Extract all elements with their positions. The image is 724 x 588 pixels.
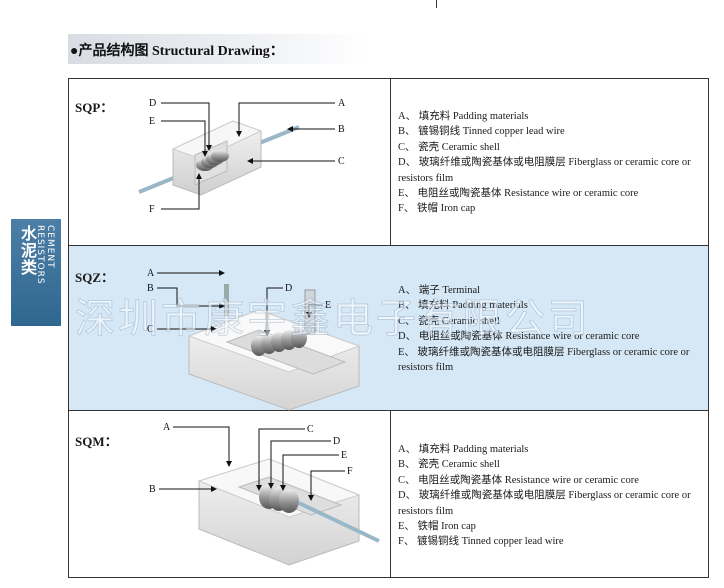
legend-sqp: A、 填充料 Padding materials B、 镀锡铜线 Tinned … bbox=[398, 109, 706, 217]
sqp-coil bbox=[196, 150, 229, 171]
model-label-sqm: SQM： bbox=[75, 434, 118, 449]
callout-sqp-c: C bbox=[338, 156, 345, 167]
callout-sqz-a: A bbox=[147, 268, 155, 279]
legend-item: C、 电阻丝或陶瓷基体 Resistance wire or ceramic c… bbox=[398, 474, 639, 486]
legend-item: D、 玻璃纤维或陶瓷基体或电阻膜层 Fiberglass or ceramic … bbox=[398, 157, 691, 184]
model-label-sqz: SQZ： bbox=[75, 270, 115, 285]
callout-sqm-b: B bbox=[149, 484, 156, 495]
callout-sqz-b: B bbox=[147, 283, 154, 294]
callout-sqm-a: A bbox=[163, 422, 171, 433]
table-row-sqm: SQM： A bbox=[69, 411, 708, 577]
sqz-coil bbox=[251, 328, 307, 356]
category-side-tab: 水泥类 CEMENT RESISTORS bbox=[11, 219, 61, 326]
legend-item: B、 镀锡铜线 Tinned copper lead wire bbox=[398, 126, 565, 138]
model-label-sqp: SQP： bbox=[75, 100, 114, 115]
legend-item: A、 填充料 Padding materials bbox=[398, 111, 529, 122]
callout-sqz-d: D bbox=[285, 283, 292, 294]
callout-sqp-d: D bbox=[149, 98, 156, 109]
sqp-structure-drawing: D E A B C F bbox=[138, 98, 346, 215]
structure-table: SQP： bbox=[68, 78, 709, 578]
legend-item: E、 铁帽 Iron cap bbox=[398, 521, 476, 533]
legend-item: C、 瓷壳 Ceramic shell bbox=[398, 141, 500, 153]
sqm-structure-drawing: A B C D E F bbox=[149, 422, 380, 566]
legend-item: C、 瓷壳 Ceramic shell bbox=[398, 315, 500, 327]
legend-item: E、 玻璃纤维或陶瓷基体或电阻膜层 Fiberglass or ceramic … bbox=[398, 346, 690, 374]
legend-item: F、 镀锡铜线 Tinned copper lead wire bbox=[398, 536, 564, 548]
sqz-structure-drawing: A B C D E bbox=[147, 268, 361, 411]
sqm-coil bbox=[259, 485, 299, 513]
legend-item: E、 电阻丝或陶瓷基体 Resistance wire or ceramic c… bbox=[398, 188, 639, 200]
callout-sqz-e: E bbox=[325, 300, 331, 311]
legend-sqm: A、 填充料 Padding materials B、 瓷壳 Ceramic s… bbox=[398, 442, 706, 550]
legend-item: A、 端子 Terminal bbox=[398, 285, 481, 296]
legend-item: B、 填充料 Padding materials bbox=[398, 300, 528, 312]
category-english-label: CEMENT RESISTORS bbox=[35, 225, 55, 285]
callout-sqp-f: F bbox=[149, 204, 155, 215]
callout-sqm-f: F bbox=[347, 466, 353, 477]
legend-item: F、 铁帽 Iron cap bbox=[398, 203, 476, 215]
callout-sqz-c: C bbox=[147, 324, 154, 335]
legend-item: B、 瓷壳 Ceramic shell bbox=[398, 459, 500, 471]
callout-sqp-b: B bbox=[338, 124, 345, 135]
callout-sqp-e: E bbox=[149, 116, 155, 127]
legend-sqz: A、 端子 Terminal B、 填充料 Padding materials … bbox=[398, 283, 706, 375]
legend-item: D、 电阻丝或陶瓷基体 Resistance wire or ceramic c… bbox=[398, 331, 640, 343]
section-header-bar bbox=[68, 34, 368, 64]
callout-sqm-d: D bbox=[333, 436, 340, 447]
callout-sqm-e: E bbox=[341, 450, 347, 461]
section-title: ●产品结构图 Structural Drawing： bbox=[70, 44, 284, 59]
table-row-sqz: SQZ： bbox=[69, 246, 708, 411]
callout-sqm-c: C bbox=[307, 424, 314, 435]
legend-item: D、 玻璃纤维或陶瓷基体或电阻膜层 Fiberglass or ceramic … bbox=[398, 490, 691, 517]
top-divider-tick bbox=[436, 0, 437, 8]
category-chinese-label: 水泥类 bbox=[18, 225, 37, 276]
callout-sqp-a: A bbox=[338, 98, 346, 109]
legend-item: A、 填充料 Padding materials bbox=[398, 444, 529, 455]
table-row-sqp: SQP： bbox=[69, 79, 708, 246]
